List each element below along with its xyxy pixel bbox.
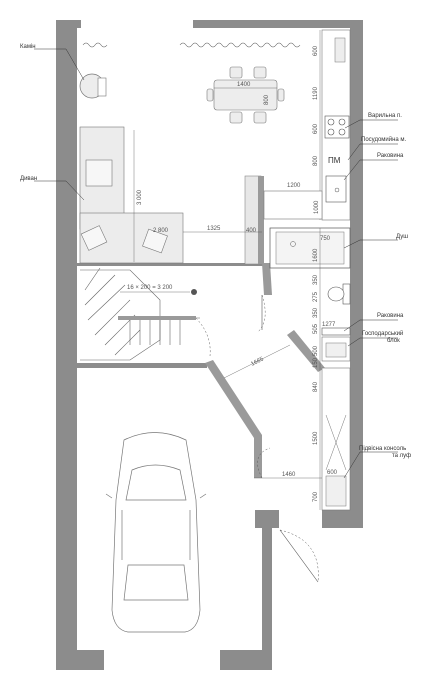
wall-right-bottom (322, 510, 363, 528)
walls (56, 20, 363, 670)
cabinet-hatch (325, 414, 347, 471)
door-swing (195, 317, 211, 357)
dim-sofa-width: 2 800 (153, 228, 169, 234)
console-shelf (325, 475, 347, 507)
shower-inner (275, 231, 345, 265)
dim-1200: 1200 (287, 183, 301, 189)
dim-col-840: 840 (313, 381, 319, 392)
dim-col-600b: 600 (313, 123, 319, 134)
wall-left (56, 20, 77, 670)
door-swing (279, 529, 319, 583)
wall-door-block (255, 510, 279, 528)
wall-top-right (193, 20, 363, 28)
dim-stairs: 16 × 200 = 3 200 (127, 285, 173, 291)
wall-garage-divider (77, 363, 207, 368)
hob-icon (324, 115, 350, 139)
dim-sofa-height: 3 000 (137, 189, 143, 205)
label-utility-2: блок (387, 338, 400, 344)
kitchen-island (263, 190, 323, 220)
dim-1325: 1325 (207, 226, 221, 232)
kitchen-upper (334, 37, 346, 63)
dim-col-1277: 1277 (322, 322, 336, 328)
dishwasher-marker: ПМ (328, 156, 341, 165)
stair-post (262, 263, 272, 295)
dim-col-800: 800 (313, 155, 319, 166)
dim-col-500: 500 (313, 345, 319, 356)
chair (277, 88, 285, 102)
door-swing (257, 447, 271, 479)
dim-400: 400 (246, 228, 257, 234)
curtain-left (82, 42, 108, 48)
label-fireplace: Камін (20, 44, 36, 50)
chair (206, 88, 214, 102)
dim-col-150: 150 (313, 357, 319, 368)
shower-drain-icon (290, 241, 296, 247)
door-leaf (279, 529, 319, 583)
chair (253, 66, 267, 79)
label-sink-kitchen: Раковина (377, 153, 404, 159)
label-sink-bath: Раковина (377, 313, 404, 319)
kitchen-sink-icon (325, 175, 347, 203)
leader-lines (34, 48, 398, 479)
sofa (79, 126, 184, 264)
dim-shower-1600: 1600 (313, 248, 319, 262)
partition-tv-inner (258, 176, 264, 264)
label-console: Підвісна консоль (359, 446, 406, 452)
label-dishwasher: Посудомийна м. (361, 136, 407, 143)
dim-1000: 1000 (314, 200, 320, 214)
dim-col-700: 700 (313, 491, 319, 502)
wall-bottom-left (56, 650, 104, 670)
chair (229, 66, 243, 79)
sofa-pillow (80, 225, 108, 251)
sink-drain-icon (334, 187, 340, 193)
chair (229, 111, 243, 124)
fireplace-base (97, 77, 107, 97)
label-sofa: Диван (20, 176, 37, 182)
label-console-2: та луф (392, 453, 411, 459)
label-hob: Варильна п. (368, 113, 402, 119)
wall-garage-right (262, 528, 272, 670)
dim-col-350b: 350 (313, 307, 319, 318)
staircase (80, 267, 200, 361)
dim-col-600c: 600 (327, 470, 338, 476)
stair-newel (191, 289, 197, 295)
dining-set (206, 66, 285, 124)
dim-table-width: 1400 (237, 82, 251, 88)
car-icon (105, 432, 207, 633)
bath-sink-icon (321, 327, 351, 336)
dining-table (213, 79, 278, 111)
dim-col-1190: 1190 (313, 86, 319, 100)
door-swing (257, 294, 266, 333)
dim-col-505: 505 (313, 323, 319, 334)
curtain-right (179, 42, 301, 48)
dim-col-350: 350 (313, 274, 319, 285)
utility-inner (325, 342, 347, 358)
dim-line (223, 344, 291, 379)
wall-bath-diagonal (287, 330, 325, 372)
wall-diagonal (205, 360, 262, 478)
stair-handrail (118, 316, 196, 320)
chair (253, 111, 267, 124)
wall-right (350, 20, 363, 528)
dim-col-1500: 1500 (313, 431, 319, 445)
dim-1665: 1665 (250, 356, 265, 368)
wall-stairs-top (77, 263, 264, 266)
sofa-pillow (142, 228, 168, 254)
dim-table-height: 800 (264, 94, 270, 105)
dim-col-600a: 600 (313, 45, 319, 56)
wall-bottom-right (220, 650, 272, 670)
dim-col-275: 275 (313, 291, 319, 302)
toilet-icon (327, 286, 345, 302)
wall-top-left (56, 20, 81, 28)
dim-shower-750: 750 (320, 236, 331, 242)
label-shower: Душ (396, 234, 408, 240)
dim-1460: 1460 (282, 472, 296, 478)
sofa-cushion (85, 159, 113, 187)
door-swings (195, 294, 319, 583)
label-utility: Господарський (362, 330, 403, 337)
